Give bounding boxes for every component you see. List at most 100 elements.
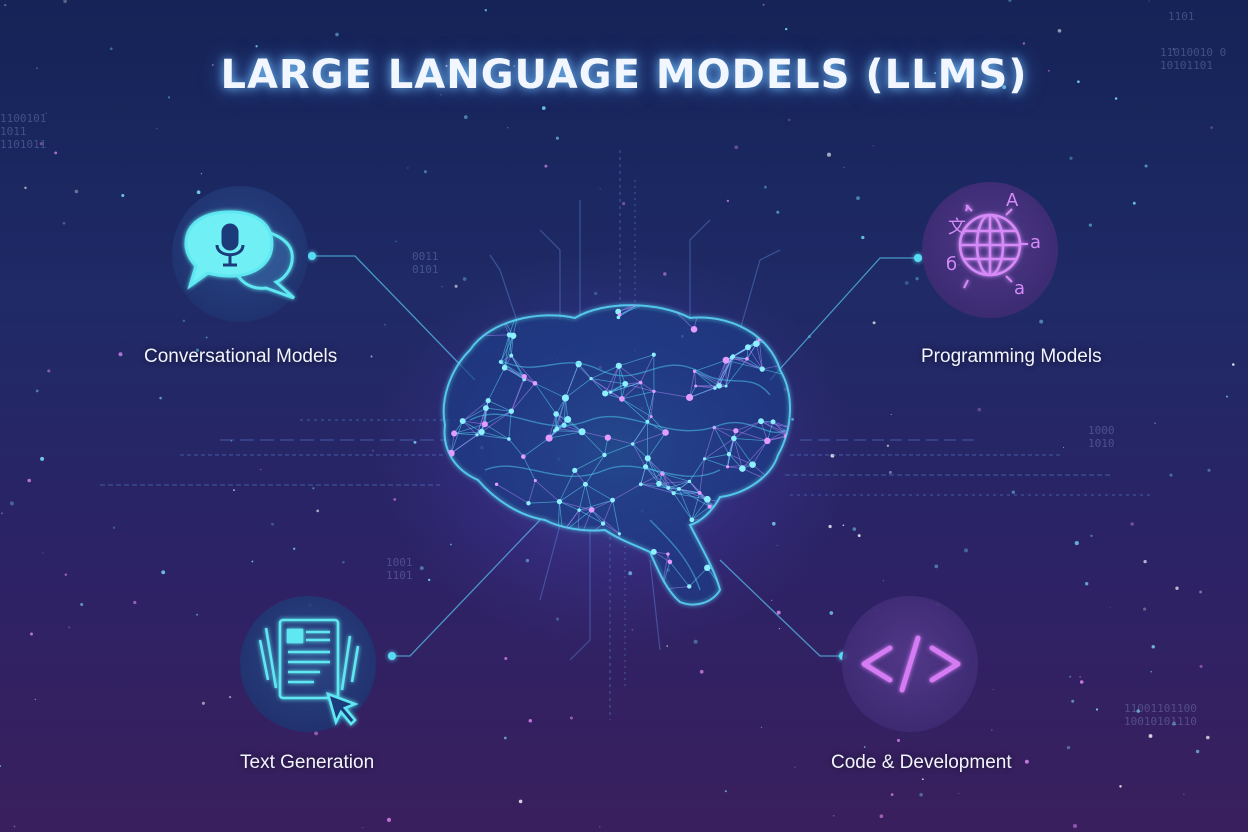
neural-link: [548, 413, 557, 439]
neural-link: [534, 383, 557, 415]
neural-node: [638, 482, 643, 487]
star: [1169, 473, 1173, 477]
star: [362, 827, 364, 829]
neural-link: [691, 492, 701, 520]
neural-node: [485, 398, 491, 404]
neural-link: [640, 483, 669, 489]
neural-node: [630, 442, 635, 446]
neural-link: [484, 410, 512, 425]
neural-node: [509, 353, 514, 358]
neural-link: [733, 420, 762, 439]
neural-node: [506, 332, 512, 338]
neural-link: [791, 605, 800, 608]
star: [440, 94, 442, 96]
neural-node: [702, 457, 707, 461]
neural-node: [687, 584, 692, 589]
neural-link: [578, 363, 592, 379]
star: [64, 573, 67, 576]
neural-link: [602, 523, 620, 535]
star: [760, 726, 763, 729]
star: [182, 319, 186, 323]
neural-node: [475, 433, 479, 437]
star: [47, 369, 51, 373]
star: [63, 0, 67, 4]
star: [1, 512, 3, 515]
neural-link: [581, 431, 605, 456]
neural-node: [656, 480, 662, 487]
star: [196, 613, 199, 616]
neural-link: [694, 371, 697, 387]
neural-link: [714, 360, 727, 389]
star: [785, 27, 788, 31]
star: [599, 826, 601, 828]
star: [233, 489, 235, 491]
neural-link: [591, 509, 604, 524]
star: [159, 396, 162, 400]
neural-link: [704, 458, 728, 468]
neural-link: [694, 359, 727, 372]
neural-node: [533, 478, 537, 483]
neural-link: [485, 407, 512, 412]
neural-link: [621, 391, 655, 400]
star: [994, 84, 999, 89]
neural-link: [581, 431, 608, 439]
binary-decoration: 1101: [1168, 10, 1195, 23]
neural-node: [532, 381, 538, 386]
neural-node: [726, 452, 732, 457]
code-development-icon-circle: [842, 596, 978, 732]
star: [156, 128, 158, 130]
star: [513, 65, 516, 68]
star: [484, 9, 487, 12]
neural-node: [602, 390, 609, 397]
neural-node: [615, 362, 622, 369]
neural-link: [760, 420, 788, 437]
star: [843, 166, 845, 168]
neural-link: [662, 473, 675, 494]
neural-node: [687, 479, 692, 484]
star: [886, 444, 890, 448]
star: [4, 3, 7, 7]
neural-link: [450, 420, 464, 454]
star: [915, 277, 919, 281]
star: [1171, 721, 1177, 726]
star: [34, 698, 36, 701]
neural-node: [798, 606, 803, 611]
neural-node: [451, 430, 458, 437]
star: [507, 127, 509, 129]
label-conversational-models: Conversational Models: [144, 346, 338, 367]
star: [879, 814, 884, 819]
neural-node: [722, 356, 730, 364]
neural-node: [686, 393, 694, 402]
neural-link: [640, 473, 663, 485]
neural-node: [652, 389, 656, 394]
star: [1069, 675, 1072, 678]
star: [890, 793, 894, 796]
star: [39, 141, 44, 146]
neural-link: [559, 483, 586, 502]
star: [863, 746, 866, 748]
neural-node: [553, 411, 559, 417]
neural-link: [565, 363, 580, 399]
neural-link: [704, 453, 730, 460]
star: [734, 145, 739, 150]
star: [293, 547, 296, 550]
star: [200, 173, 203, 175]
neural-link: [735, 420, 762, 432]
star: [1071, 699, 1075, 703]
programming-icon-circle: [922, 182, 1058, 318]
code-brackets-icon: [861, 635, 961, 693]
star: [1132, 201, 1136, 205]
neural-link: [578, 484, 586, 511]
neural-link: [653, 551, 671, 563]
neural-node: [725, 465, 730, 469]
neural-node: [600, 521, 606, 526]
glyph-be: б: [946, 254, 957, 275]
neural-node: [764, 437, 771, 445]
neural-link: [704, 427, 715, 459]
star: [445, 64, 448, 67]
neural-link: [618, 365, 641, 383]
glyph-wen: 文: [948, 217, 966, 238]
star: [1172, 48, 1175, 50]
star: [1143, 559, 1147, 564]
